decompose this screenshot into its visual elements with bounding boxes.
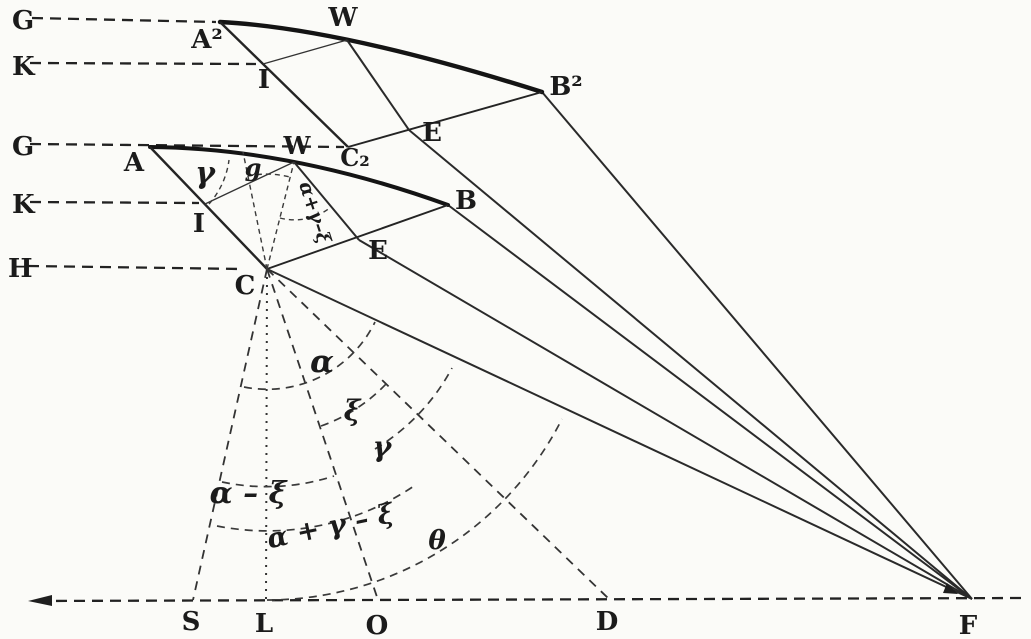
label-G-upper: G [12,6,34,36]
lower-normal-W-E [293,161,360,241]
angle-mark-at-W [279,206,332,221]
label-H: H [8,254,33,284]
label-B: B [455,186,477,216]
label-I-upper: I [258,65,270,95]
ray-C-to-S [192,268,268,601]
ray-B-to-F [447,204,973,600]
label-W-lower: W [283,131,312,160]
label-C: C [235,271,256,301]
ray-E-upper-to-F [408,129,973,600]
label-W-upper: W [327,3,358,33]
lower-line-I-W [204,161,295,205]
label-D: D [596,607,619,637]
guide-line-G-upper [31,16,217,24]
label-alpha: α [310,344,334,380]
angle-arc-xi [320,383,387,427]
label-C2: C₂ [340,143,370,172]
ray-C-to-arc-front [242,151,268,270]
guide-line-K-lower [29,200,200,205]
label-xi: ξ [344,394,362,427]
ground-baseline [37,596,1023,603]
label-E-lower: E [368,236,388,266]
upper-leading-edge-A2-C2 [219,21,349,148]
label-I-lower: I [193,209,205,239]
lower-leading-edge-A-C [149,146,268,270]
ray-E-lower-to-F [358,239,973,600]
guide-line-G-lower [29,142,345,149]
label-gamma-outer: γ [373,430,393,463]
label-S: S [182,607,201,637]
label-O: O [366,611,389,639]
label-gamma: γ [195,156,216,191]
ray-C-to-W [266,161,295,270]
angle-arc-alpha [243,321,376,391]
angle-arc-gamma-outer [374,367,453,450]
angle-mark-gamma-at-A [208,159,230,205]
label-E-upper: E [422,118,442,148]
label-g: g [245,153,262,182]
ray-C-to-F [266,268,973,600]
label-K-lower: K [12,190,36,220]
label-theta: θ [428,526,446,556]
upper-chord-C2-B2 [347,91,543,148]
upper-wing-arc [217,19,545,95]
label-A: A [123,148,145,178]
angle-arc-alpha-minus-xi [221,475,335,488]
ray-B2-to-F [541,91,973,600]
angle-arc-alpha-plus-gamma-minus-xi [216,485,415,532]
ray-C-to-O [266,268,379,601]
label-K-upper: K [12,52,36,82]
label-G-lower: G [12,132,34,162]
angle-arc-theta [266,418,563,601]
label-B2: B² [549,72,582,102]
label-A2: A² [190,25,223,55]
angle-mark-g [247,173,291,178]
label-alpha-minus-xi: α – ξ [210,476,289,511]
guide-line-K-upper [29,61,257,66]
baseline-left-arrowhead [28,595,52,606]
ray-arrowhead-at-F [943,583,958,594]
label-L: L [255,609,273,639]
label-F: F [959,611,978,639]
upper-normal-W-E [346,39,410,131]
upper-line-I-W [262,39,348,65]
